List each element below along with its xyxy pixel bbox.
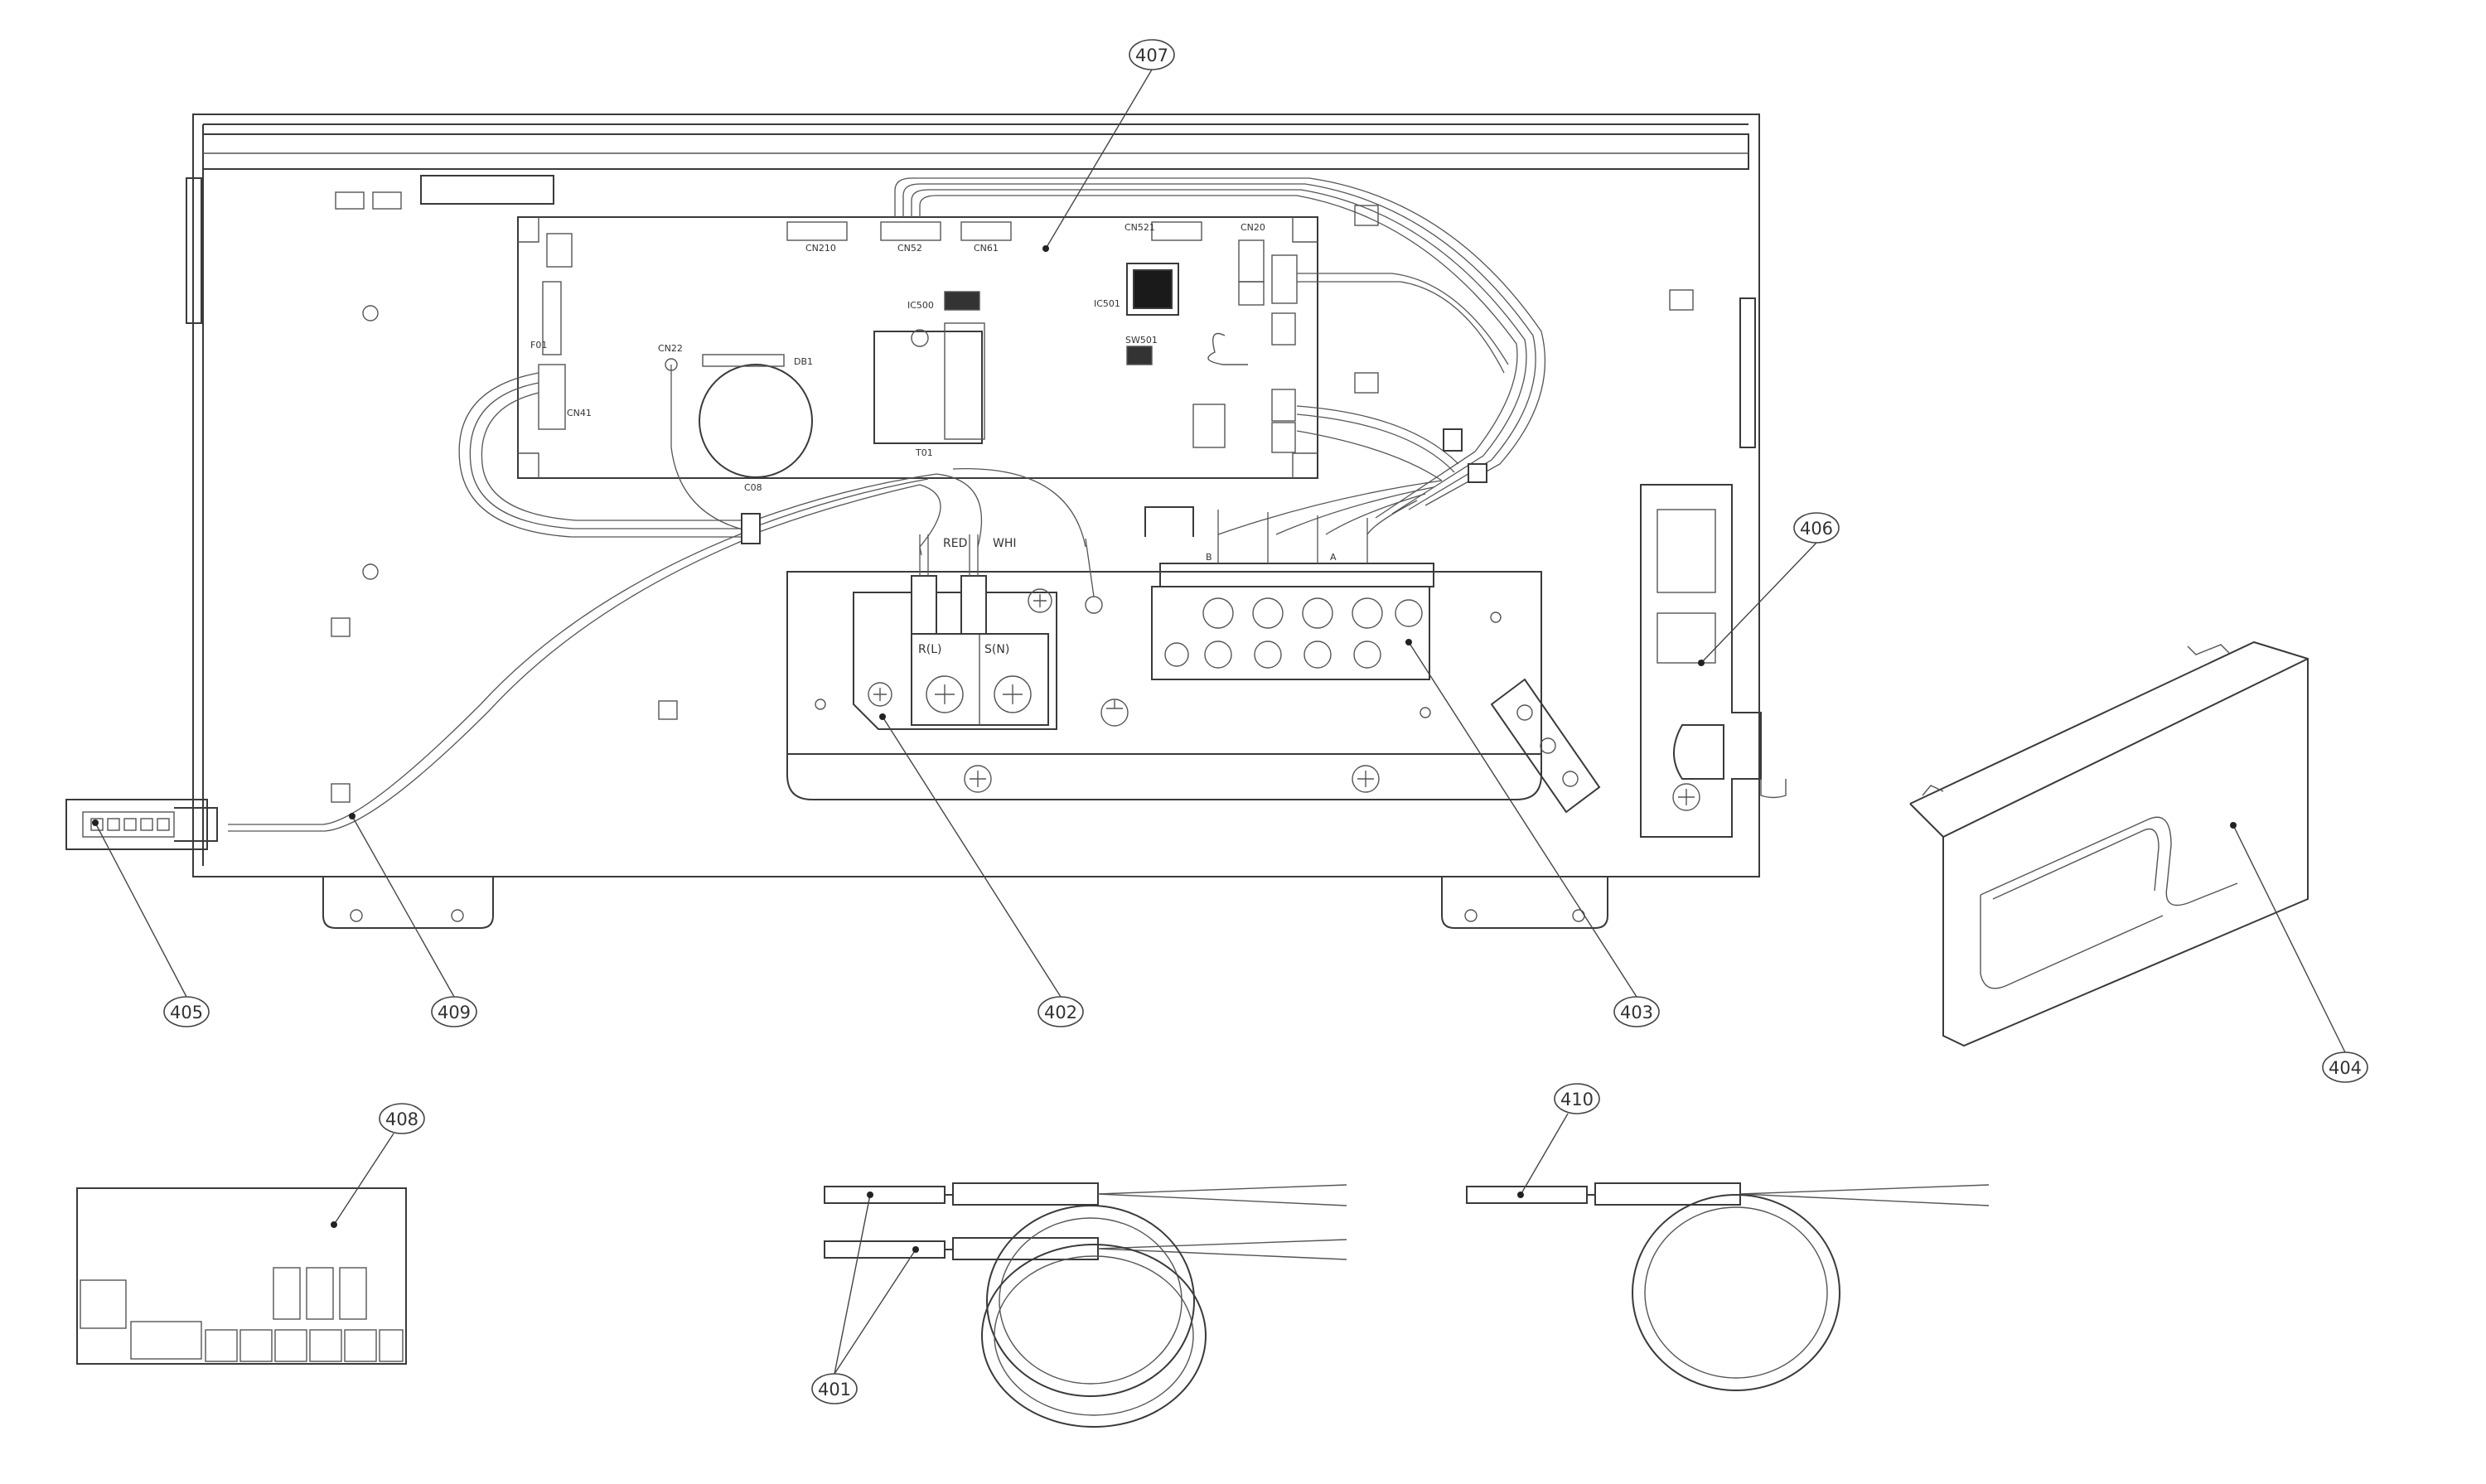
terminal-label-sn: S(N) xyxy=(984,643,1009,656)
callout-403: 403 xyxy=(1613,996,1660,1027)
callout-404: 404 xyxy=(2322,1051,2368,1083)
wire-label-red: RED xyxy=(943,537,967,550)
wire-harness xyxy=(228,177,1546,832)
connector-label-cn210: CN210 xyxy=(805,243,836,254)
thermistor-pair xyxy=(824,1182,1347,1428)
transformer-label: T01 xyxy=(915,447,933,458)
callout-label-410: 410 xyxy=(1560,1090,1594,1109)
power-terminal-block: R(L) S(N) RED WHI xyxy=(853,534,1129,730)
cover-plate xyxy=(1909,640,2309,1047)
callout-label-404: 404 xyxy=(2329,1058,2362,1078)
sub-pcb xyxy=(76,1187,407,1365)
terminal-label-rl: R(L) xyxy=(918,643,941,656)
callout-405: 405 xyxy=(163,996,210,1027)
callout-402: 402 xyxy=(1037,996,1084,1027)
callout-label-409: 409 xyxy=(438,1003,471,1022)
bridge-label: DB1 xyxy=(794,356,813,367)
switch-label: SW501 xyxy=(1125,335,1158,346)
connector-label-cn521: CN521 xyxy=(1125,222,1155,233)
callout-409: 409 xyxy=(431,996,477,1027)
ic-label-ic501: IC501 xyxy=(1094,298,1120,309)
wire-label-whi: WHI xyxy=(993,537,1017,550)
electrical-box xyxy=(186,114,1760,929)
terminal-label-a: A xyxy=(1330,552,1337,563)
callout-label-403: 403 xyxy=(1620,1003,1653,1022)
main-pcb: CN210 CN52 CN61 CN521 CN20 F01 CN41 IC50… xyxy=(517,216,1318,493)
thermistor-single xyxy=(1466,1182,1990,1391)
callout-label-407: 407 xyxy=(1135,46,1168,65)
callout-406: 406 xyxy=(1793,512,1840,544)
callout-label-408: 408 xyxy=(385,1109,418,1129)
terminal-label-b: B xyxy=(1206,552,1212,563)
mounting-bracket xyxy=(1640,484,1787,838)
leader-lines xyxy=(92,69,2346,1375)
callout-401: 401 xyxy=(811,1373,858,1404)
callout-label-402: 402 xyxy=(1044,1003,1077,1022)
connector-label-cn20: CN20 xyxy=(1241,222,1265,233)
callout-410: 410 xyxy=(1554,1083,1600,1114)
fuse-label: F01 xyxy=(530,340,547,350)
callout-408: 408 xyxy=(379,1103,425,1134)
terminal-plate xyxy=(786,506,1542,800)
callout-label-401: 401 xyxy=(818,1380,851,1399)
connector-label-cn41: CN41 xyxy=(567,408,592,418)
callout-407: 407 xyxy=(1129,39,1175,70)
capacitor-label: C08 xyxy=(744,482,762,493)
connector-label-cn52: CN52 xyxy=(897,243,922,254)
connector-plug xyxy=(65,799,218,850)
ic-label-ic500: IC500 xyxy=(907,300,934,311)
connector-label-cn61: CN61 xyxy=(974,243,999,254)
signal-terminal-block: B A xyxy=(1151,510,1601,814)
callout-label-406: 406 xyxy=(1800,519,1833,539)
callout-label-405: 405 xyxy=(170,1003,203,1022)
connector-label-cn22: CN22 xyxy=(658,343,683,354)
